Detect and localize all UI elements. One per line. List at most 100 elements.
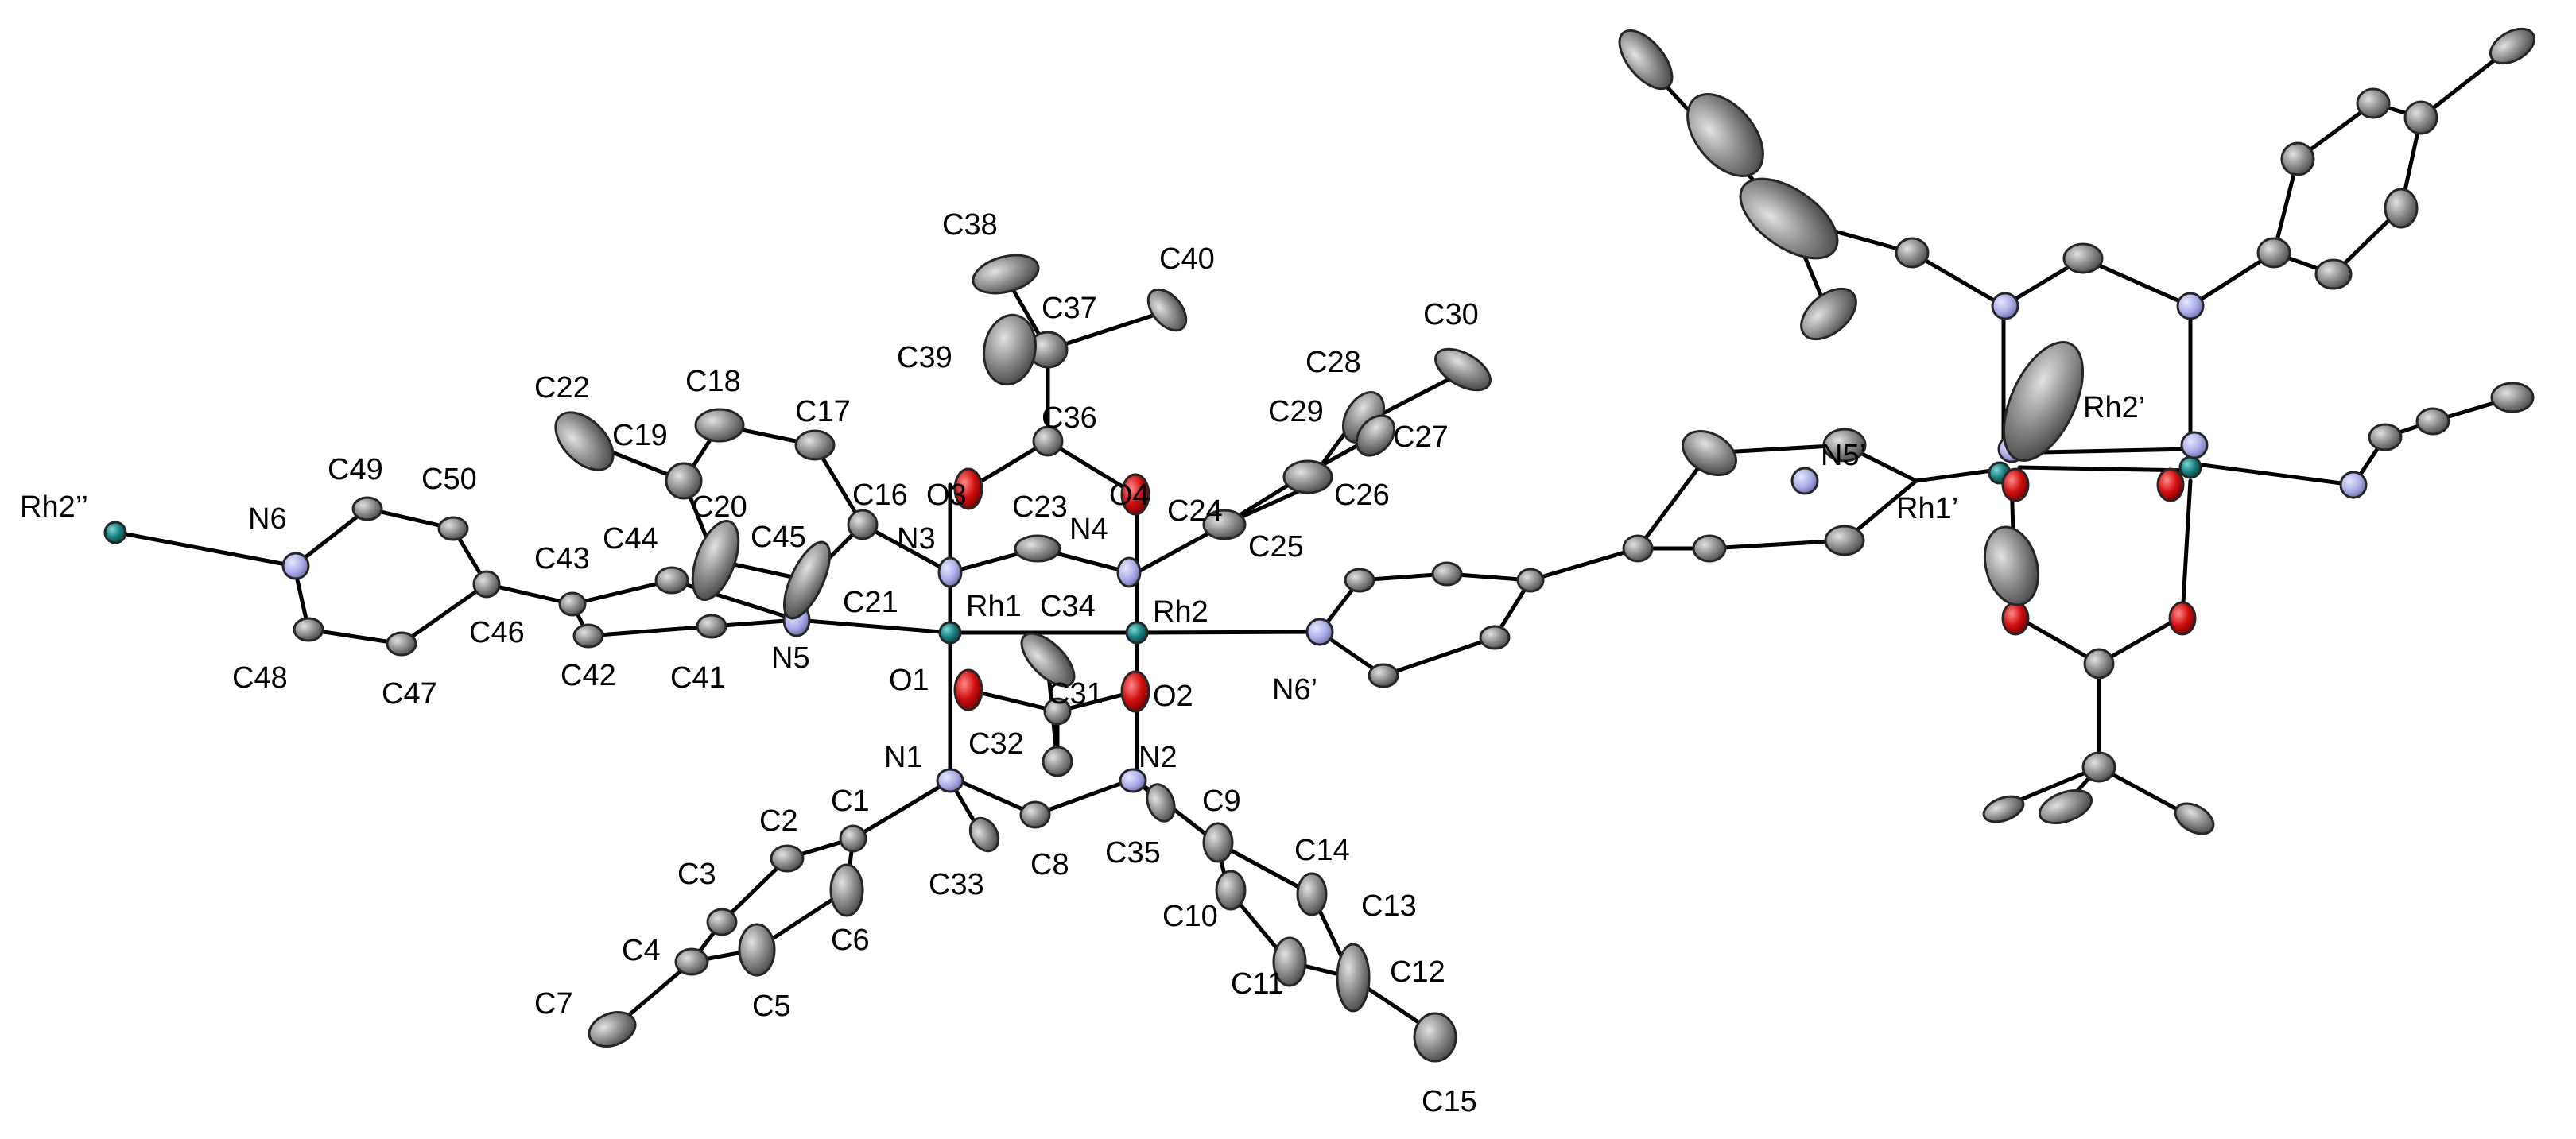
- atom-label: C47: [382, 677, 437, 711]
- atom-label: N2: [1139, 741, 1177, 774]
- carbon-atom: [2356, 87, 2391, 119]
- atom-label: C22: [534, 371, 590, 405]
- carbon-atom: [588, 1011, 637, 1048]
- carbon-atom: [351, 496, 383, 521]
- carbon-atom: [1692, 534, 1727, 563]
- carbon-atom: [1146, 783, 1176, 823]
- bond: [851, 778, 952, 841]
- carbon-atom: [1202, 509, 1247, 540]
- carbon-atom: [2368, 423, 2403, 451]
- oxygen-atom: [2001, 601, 2030, 636]
- carbon-atom: [694, 408, 745, 443]
- atom-label: C38: [942, 208, 998, 242]
- carbon-atom: [2256, 237, 2291, 269]
- atom-label: C23: [1012, 490, 1068, 524]
- atom-label: C12: [1390, 955, 1445, 989]
- carbon-atom: [1824, 525, 1865, 556]
- carbon-atom: [1336, 943, 1371, 1013]
- atom-label: C41: [670, 661, 726, 695]
- carbon-atom: [1434, 347, 1492, 392]
- carbon-atom: [847, 509, 879, 540]
- nitrogen-atom: [1305, 618, 1334, 646]
- oxygen-atom: [2168, 601, 2197, 636]
- atom-label: C40: [1159, 242, 1215, 276]
- carbon-atom: [665, 462, 703, 500]
- carbon-atom: [1272, 936, 1307, 987]
- carbon-atom: [1800, 287, 1857, 341]
- bond: [399, 582, 489, 646]
- oxygen-atom: [953, 467, 983, 510]
- carbon-atom: [1983, 525, 2040, 606]
- atom-label: C1: [831, 785, 870, 818]
- carbon-atom: [839, 824, 867, 853]
- atom-label: Rh2’’: [20, 490, 88, 524]
- atom-label: C21: [843, 586, 898, 619]
- atom-label: C34: [1040, 590, 1096, 623]
- oxygen-atom: [953, 668, 983, 711]
- carbon-atom: [1042, 746, 1073, 777]
- atom-label: O2: [1153, 680, 1193, 713]
- carbon-atom: [558, 591, 587, 617]
- bond: [306, 627, 404, 646]
- carbon-atom: [472, 570, 501, 599]
- bond: [2200, 463, 2356, 487]
- nitrogen-atom: [1790, 467, 1819, 495]
- atom-label: C43: [534, 542, 590, 575]
- carbon-atom: [1020, 632, 1076, 688]
- rhodium-atom: [2178, 455, 2202, 479]
- carbon-atom: [794, 429, 836, 461]
- bond: [966, 688, 1060, 714]
- label-layer: Rh2’’ N6 C49 C50 C48 C47 C46 C43 C44 C42…: [20, 208, 2145, 1118]
- atom-label: C8: [1030, 848, 1069, 881]
- rhodium-atom: [938, 621, 962, 645]
- carbon-atom: [1431, 561, 1463, 587]
- atom-label: O4: [1109, 478, 1150, 512]
- carbon-atom: [2038, 788, 2093, 825]
- carbon-atom: [2490, 382, 2535, 413]
- atom-label: C44: [603, 522, 658, 556]
- carbon-atom: [437, 516, 469, 541]
- bond: [1135, 630, 1322, 635]
- carbon-atom: [2280, 141, 2315, 176]
- nitrogen-atom: [281, 552, 310, 580]
- carbon-atom: [738, 923, 776, 977]
- nitrogen-atom: [2339, 471, 2368, 499]
- bond: [860, 522, 952, 575]
- atom-label: C30: [1423, 298, 1479, 331]
- atom-label: Rh1’: [1896, 492, 1958, 525]
- atom-label: C48: [232, 661, 288, 695]
- bond: [2097, 614, 2185, 666]
- carbon-atom: [2384, 188, 2419, 229]
- atom-label: C5: [752, 990, 791, 1023]
- carbon-atom: [1622, 534, 1654, 563]
- carbon-atom: [2083, 648, 2115, 680]
- atom-label: C20: [692, 490, 747, 524]
- atom-label: C28: [1305, 346, 1361, 379]
- carbon-atom: [2489, 27, 2535, 65]
- bond: [1381, 635, 1497, 678]
- atom-label: C3: [677, 858, 716, 891]
- carbon-atom: [696, 614, 727, 639]
- rhodium-atom: [103, 521, 127, 544]
- carbon-atom: [1682, 430, 1737, 476]
- carbon-atom: [829, 863, 864, 917]
- nitrogen-atom: [937, 556, 963, 588]
- carbon-atom: [1043, 697, 1072, 726]
- atom-label: C19: [612, 419, 668, 452]
- atom-label: C45: [751, 521, 806, 554]
- bond: [2081, 256, 2193, 308]
- carbon-atom: [2081, 751, 2116, 783]
- atom-label: N3: [897, 522, 936, 556]
- atom-label: O1: [889, 664, 929, 697]
- atom-layer: [103, 27, 2535, 1063]
- carbon-atom: [1413, 1012, 1457, 1063]
- bond: [1528, 546, 1640, 583]
- carbon-atom: [1895, 237, 1930, 269]
- carbon-atom: [1014, 534, 1061, 563]
- carbon-atom: [2403, 100, 2438, 135]
- atom-label: C16: [852, 478, 908, 512]
- carbon-atom: [983, 313, 1037, 386]
- carbon-atom: [572, 623, 604, 649]
- atom-label: C32: [968, 727, 1024, 761]
- carbon-atom: [2002, 341, 2085, 462]
